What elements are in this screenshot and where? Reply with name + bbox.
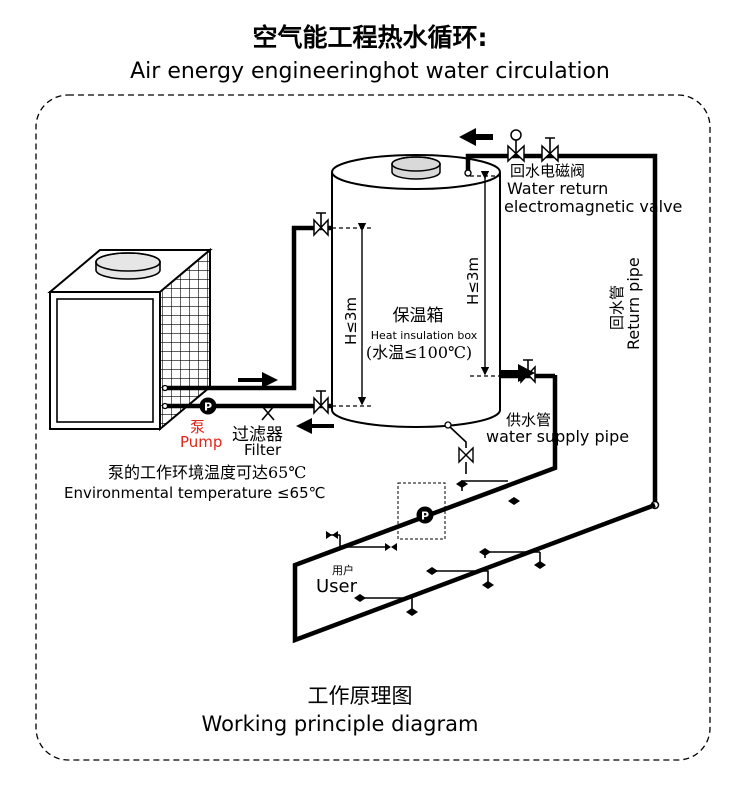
title-en: Air energy engineeringhot water circulat…: [130, 59, 610, 84]
footer-cn: 工作原理图: [308, 684, 413, 708]
tank-height-right-label: H≤3m: [464, 257, 482, 305]
valve-return-label-en-2: electromagnetic valve: [504, 197, 682, 216]
pump-symbol-text: P: [204, 401, 212, 414]
return-circuit: [292, 128, 660, 644]
return-pipe-label-en: Return pipe: [624, 257, 643, 350]
tank-label-en: Heat insulation box: [371, 329, 478, 342]
unit-tank-pipes: [161, 212, 334, 434]
pump-loop-symbol-text: P: [421, 510, 429, 523]
supply-pipe-label-cn: 供水管: [506, 411, 551, 429]
footer-en: Working principle diagram: [202, 712, 479, 736]
user-label-cn: 用户: [332, 563, 354, 577]
env-temp-label-en: Environmental temperature ≤65℃: [64, 484, 325, 502]
pump-label-cn: 泵: [190, 418, 205, 436]
tank-temp-label: (水温≤100℃): [366, 343, 472, 362]
return-pipe-label-cn: 回水管: [608, 285, 626, 330]
supply-pipe: [500, 359, 555, 384]
pump-symbol-unit: P: [199, 397, 217, 415]
dashed-frame: [35, 94, 711, 761]
supply-pipe-label-en: water supply pipe: [486, 427, 629, 446]
height-dimension-right: [470, 171, 500, 377]
valve-return-label-cn: 回水电磁阀: [510, 162, 585, 180]
filter-label-en: Filter: [244, 441, 282, 459]
heat-pump-unit: [47, 247, 213, 432]
user-label-en: User: [316, 576, 358, 597]
valve-return-label-en-1: Water return: [507, 179, 608, 198]
user-taps: [326, 480, 546, 616]
title-cn: 空气能工程热水循环:: [253, 23, 488, 52]
pump-label-en: Pump: [180, 433, 222, 451]
filter-label-cn: 过滤器: [232, 425, 283, 445]
tank-label-cn: 保温箱: [393, 306, 444, 326]
insulated-tank: [331, 154, 501, 474]
pump-dotted-box: [397, 482, 446, 540]
env-temp-label-cn: 泵的工作环境温度可达65℃: [108, 463, 306, 482]
pump-symbol-loop: P: [416, 506, 434, 524]
height-dimension-left: [332, 223, 372, 407]
tank-height-left-label: H≤3m: [342, 297, 360, 345]
